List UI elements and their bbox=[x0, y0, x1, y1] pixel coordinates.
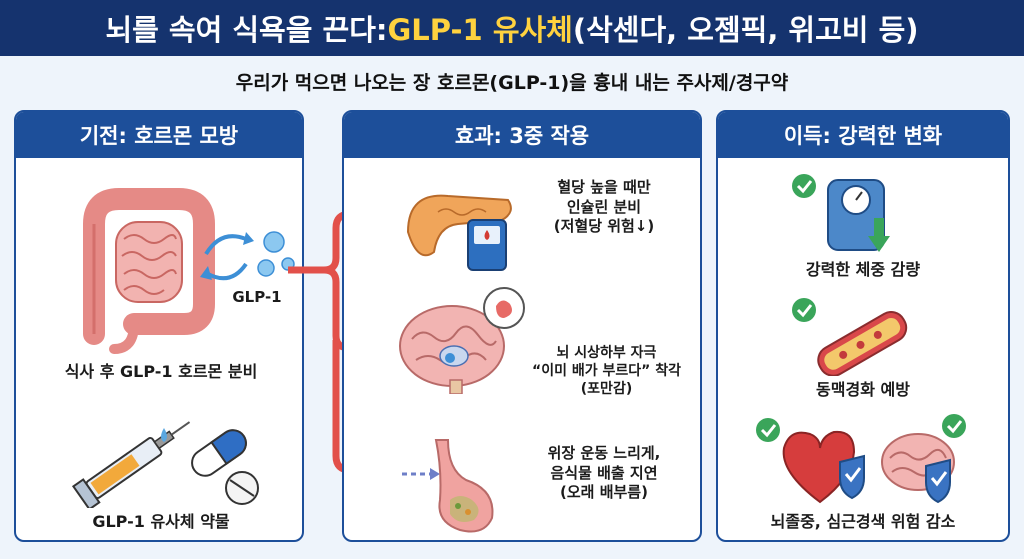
syringe-pill-icon bbox=[71, 421, 259, 508]
glp1-label: GLP-1 bbox=[232, 288, 282, 306]
stomach-icon bbox=[402, 439, 494, 533]
hormone-release-icon bbox=[200, 231, 295, 281]
benefit-stroke-mi: 뇌졸중, 심근경색 위험 감소 bbox=[770, 512, 956, 531]
caption-drug: GLP-1 유사체 약물 bbox=[92, 512, 230, 531]
heart-brain-shield-icon bbox=[756, 414, 966, 504]
title-highlight: GLP-1 유사체 bbox=[387, 13, 573, 47]
intestine-icon bbox=[83, 188, 215, 354]
effect-satiety: 뇌 시상하부 자극 “이미 배가 부르다” 착각 (포만감) bbox=[532, 345, 681, 398]
panel-effects: 효과: 3중 작용 혈당 높을 때만 인슐린 분비 (저혈당 위험↓) 뇌 시상… bbox=[342, 110, 702, 542]
panel-effects-header: 효과: 3중 작용 bbox=[344, 112, 700, 158]
effect-gastric: 위장 운동 느리게, 음식물 배출 지연 (오래 배부름) bbox=[547, 444, 661, 501]
panel-benefits: 이득: 강력한 변화 강력한 체중 감량 동맥경화 예방 bbox=[716, 110, 1010, 542]
title-part1: 뇌를 속여 식욕을 끈다: bbox=[105, 13, 388, 47]
scale-icon bbox=[792, 174, 890, 252]
effect-insulin: 혈당 높을 때만 인슐린 분비 (저혈당 위험↓) bbox=[553, 178, 655, 235]
page-subtitle: 우리가 먹으면 나오는 장 호르몬(GLP-1)을 흉내 내는 주사제/경구약 bbox=[235, 71, 789, 94]
panel-benefits-header: 이득: 강력한 변화 bbox=[718, 112, 1008, 158]
caption-hormone-secretion: 식사 후 GLP-1 호르몬 분비 bbox=[64, 362, 258, 381]
page-title: 뇌를 속여 식욕을 끈다: GLP-1 유사체 (삭센다, 오젬픽, 위고비 등… bbox=[0, 0, 1024, 56]
benefit-atherosclerosis: 동맥경화 예방 bbox=[816, 380, 910, 399]
panel-mechanism-header: 기전: 호르몬 모방 bbox=[16, 112, 302, 158]
title-part2: (삭센다, 오젬픽, 위고비 등) bbox=[572, 13, 919, 47]
brain-icon bbox=[399, 287, 525, 394]
artery-icon bbox=[792, 298, 908, 376]
benefit-weight-loss: 강력한 체중 감량 bbox=[805, 260, 921, 279]
panel-mechanism: 기전: 호르몬 모방 GLP-1 식사 후 GLP-1 호르몬 분비 bbox=[14, 110, 304, 542]
pancreas-icon bbox=[406, 194, 512, 271]
